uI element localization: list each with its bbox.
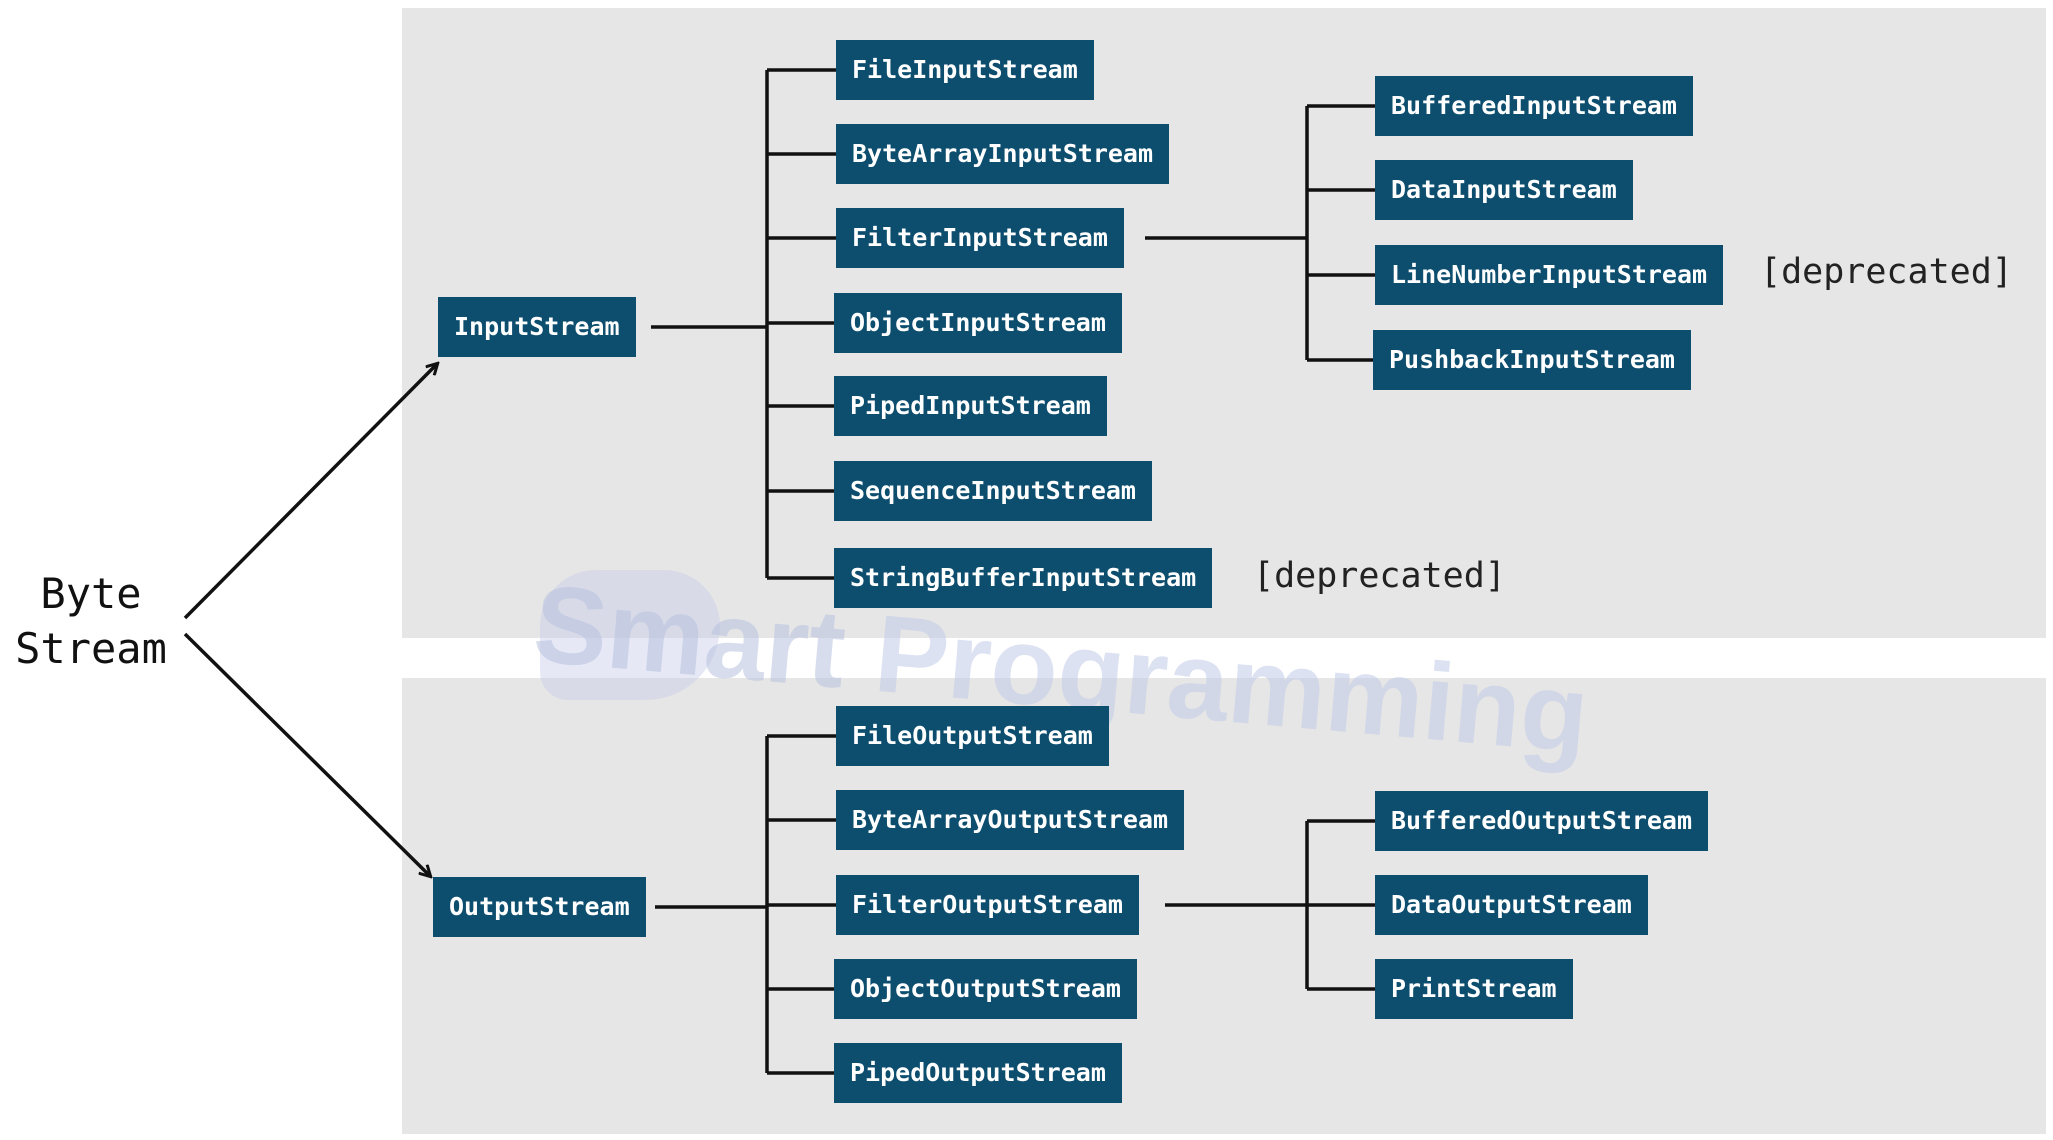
node-objectoutputstream[interactable]: ObjectOutputStream xyxy=(834,959,1137,1019)
node-pushbackinputstream[interactable]: PushbackInputStream xyxy=(1373,330,1691,390)
node-inputstream[interactable]: InputStream xyxy=(438,297,636,357)
deprecated-note-linenumber: [deprecated] xyxy=(1760,252,2013,292)
input-stream-panel xyxy=(402,8,2046,638)
node-fileoutputstream[interactable]: FileOutputStream xyxy=(836,706,1109,766)
arrow-to-inputstream xyxy=(183,364,437,620)
node-pipedinputstream[interactable]: PipedInputStream xyxy=(834,376,1107,436)
output-stream-panel xyxy=(402,678,2046,1134)
watermark-logo xyxy=(540,570,720,700)
node-stringbufferinputstream[interactable]: StringBufferInputStream xyxy=(834,548,1213,608)
node-bytearrayinputstream[interactable]: ByteArrayInputStream xyxy=(836,124,1170,184)
node-objectinputstream[interactable]: ObjectInputStream xyxy=(834,293,1122,353)
root-line-2: Stream xyxy=(15,624,167,673)
node-sequenceinputstream[interactable]: SequenceInputStream xyxy=(834,461,1152,521)
arrow-to-outputstream xyxy=(183,632,430,876)
node-bufferedinputstream[interactable]: BufferedInputStream xyxy=(1375,76,1693,136)
node-bufferedoutputstream[interactable]: BufferedOutputStream xyxy=(1375,791,1709,851)
node-fileinputstream[interactable]: FileInputStream xyxy=(836,40,1094,100)
node-bytearrayoutputstream[interactable]: ByteArrayOutputStream xyxy=(836,790,1185,850)
node-filterinputstream[interactable]: FilterInputStream xyxy=(836,208,1124,268)
root-line-1: Byte xyxy=(40,569,142,618)
node-datainputstream[interactable]: DataInputStream xyxy=(1375,160,1633,220)
node-dataoutputstream[interactable]: DataOutputStream xyxy=(1375,875,1648,935)
node-filteroutputstream[interactable]: FilterOutputStream xyxy=(836,875,1139,935)
node-outputstream[interactable]: OutputStream xyxy=(433,877,646,937)
node-linenumberinputstream[interactable]: LineNumberInputStream xyxy=(1375,245,1724,305)
node-pipedoutputstream[interactable]: PipedOutputStream xyxy=(834,1043,1122,1103)
node-printstream[interactable]: PrintStream xyxy=(1375,959,1573,1019)
deprecated-note-stringbuffer: [deprecated] xyxy=(1253,556,1506,596)
byte-stream-root-label: Byte Stream xyxy=(0,566,182,676)
